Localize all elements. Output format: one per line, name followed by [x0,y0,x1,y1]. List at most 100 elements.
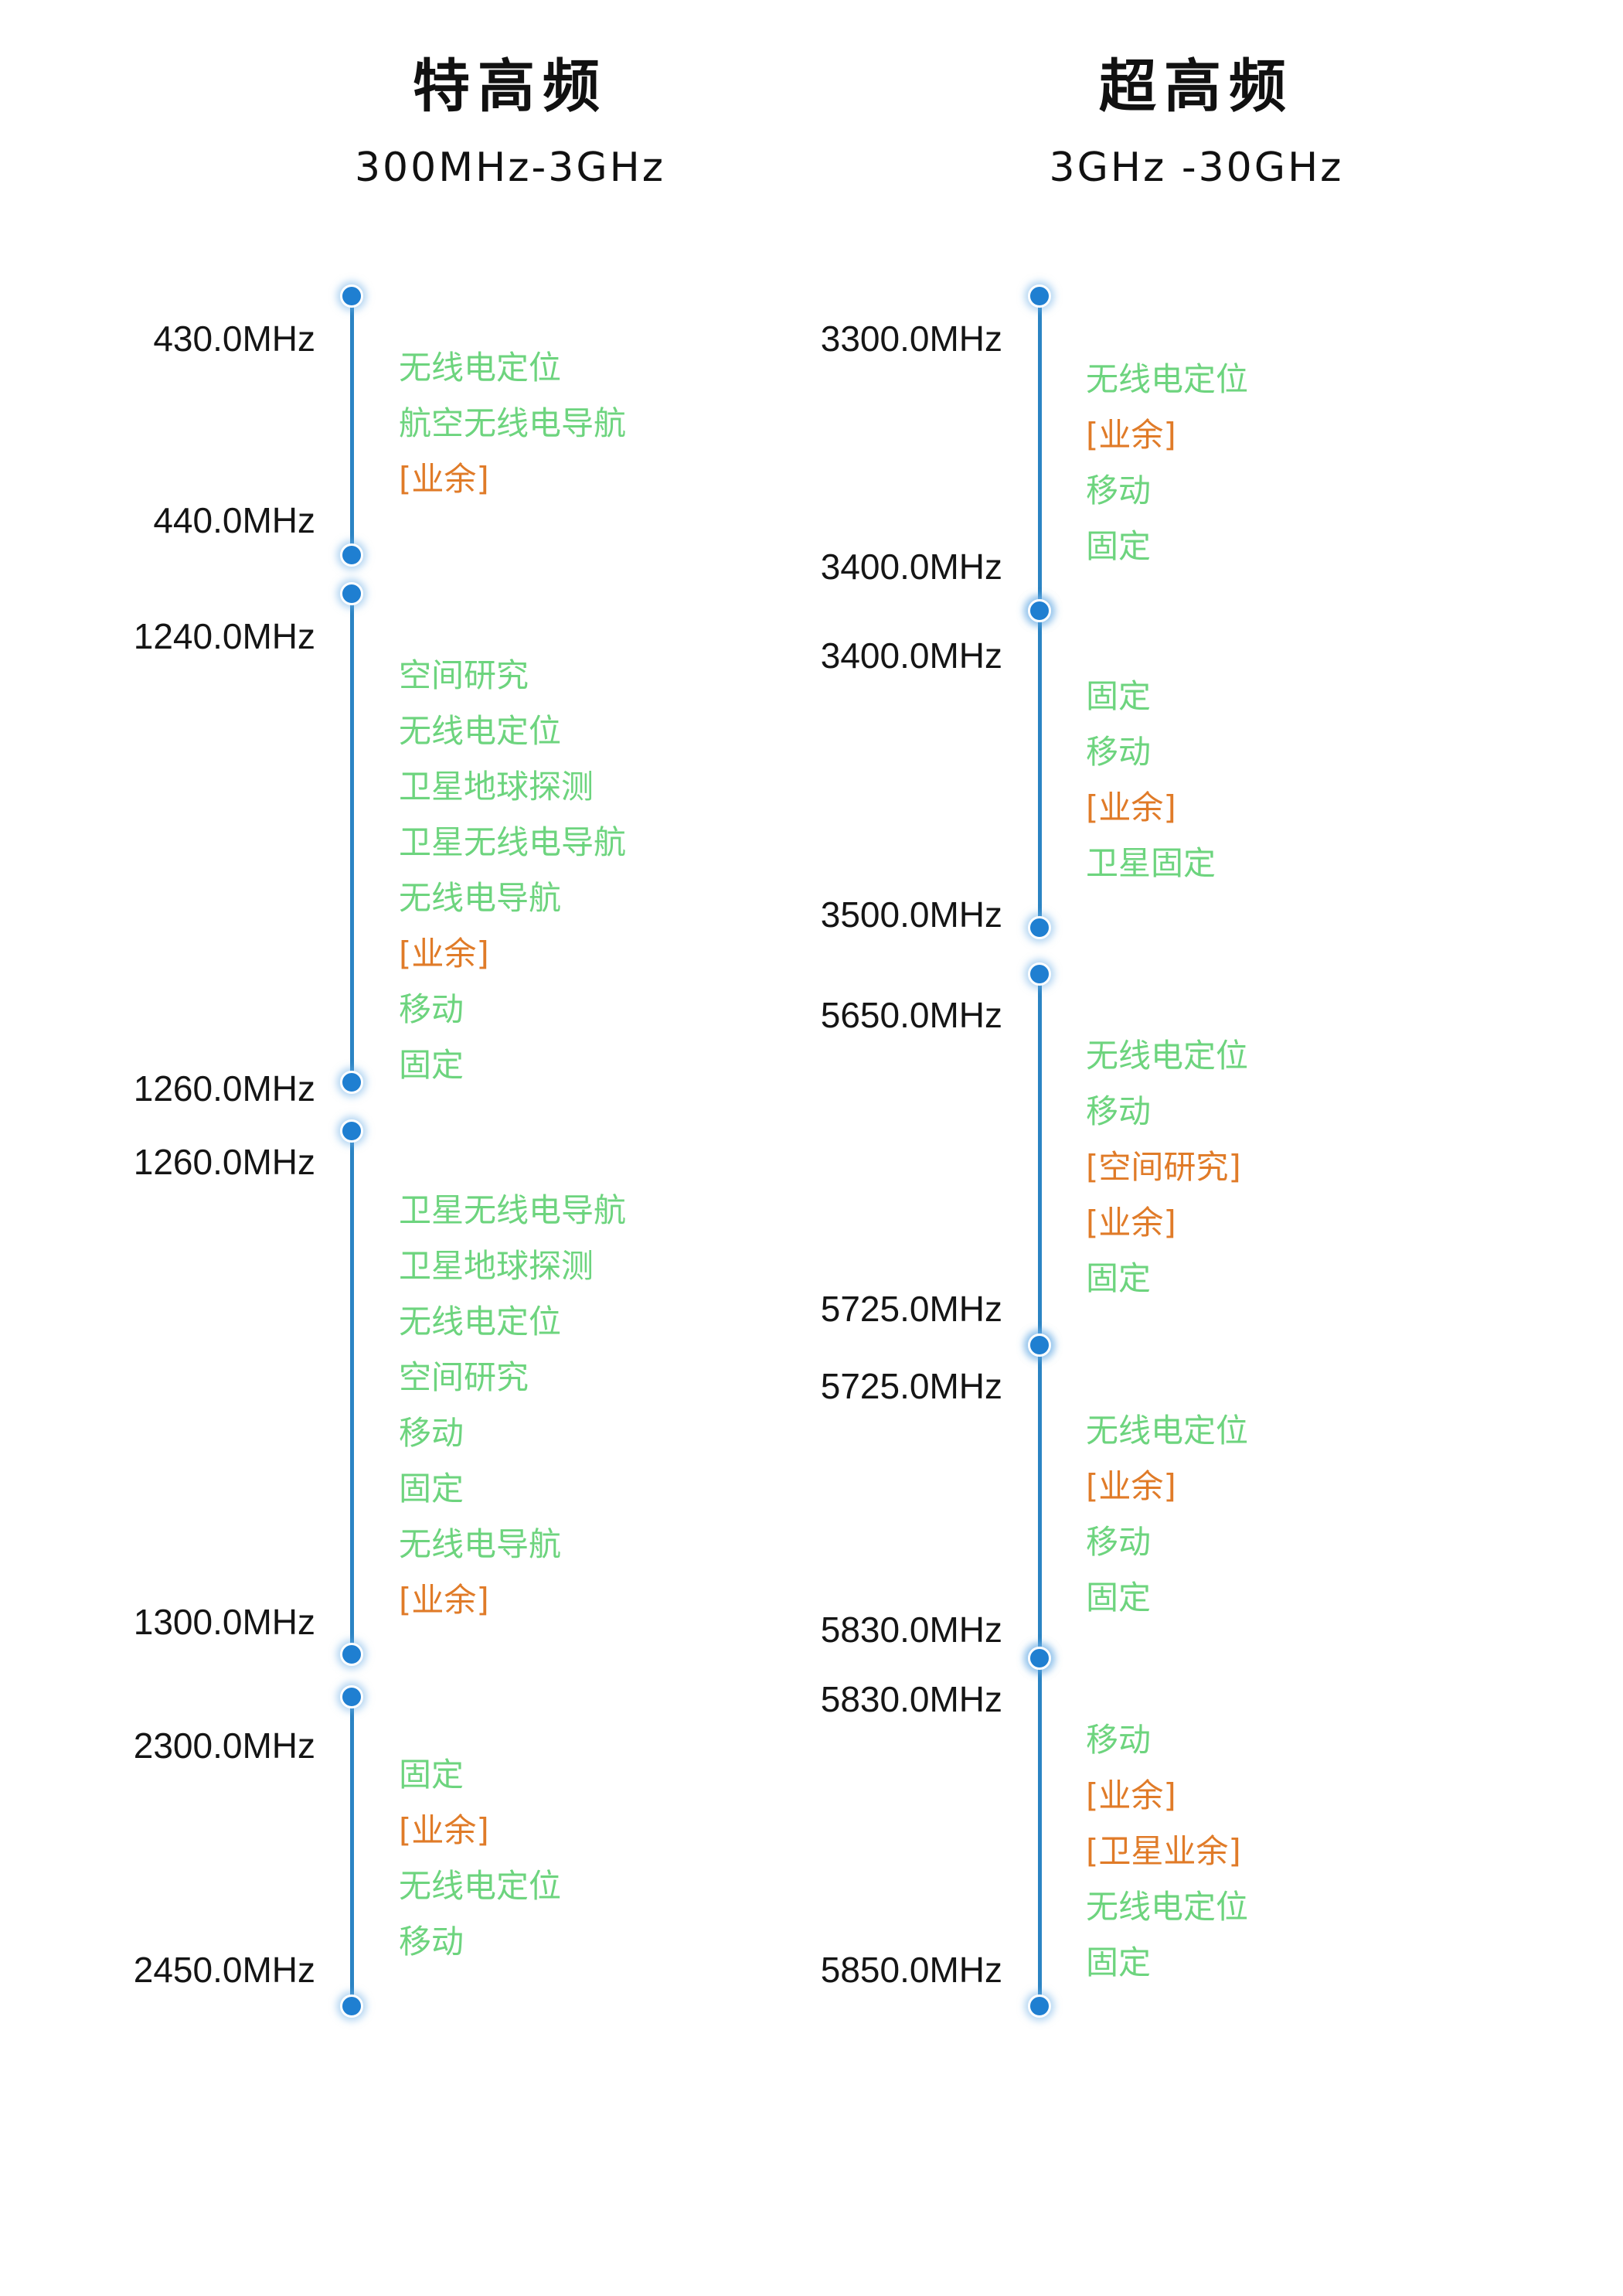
frequency-boundary-label: 1260.0MHz [133,1068,315,1109]
service-list: 无线电定位 [业余] 移动固定 [1086,352,1248,574]
service-label: [卫星业余] [1086,1832,1241,1870]
frequency-boundary-label: 5830.0MHz [820,1610,1002,1650]
segment-start-dot[interactable] [1028,599,1051,622]
service-label: 无线电定位 [1086,1888,1249,1926]
frequency-boundary-label: 2450.0MHz [133,1950,315,1990]
segment-end-dot[interactable] [340,1071,363,1094]
service-label: 无线电定位 [399,1867,562,1905]
timeline-axis-segment [350,296,354,555]
service-label: [业余] [1086,789,1176,826]
service-list: 空间研究无线电定位卫星地球探测卫星无线电导航无线电导航 [业余] 移动固定 [399,648,626,1093]
frequency-boundary-label: 3300.0MHz [820,319,1002,359]
service-label: 卫星地球探测 [399,768,594,806]
service-label: 移动 [399,990,464,1028]
service-label: [业余] [1086,1777,1176,1814]
frequency-boundary-label: 5725.0MHz [820,1289,1002,1329]
service-label: 卫星无线电导航 [399,823,627,861]
segment-start-dot[interactable] [1028,284,1051,308]
service-label: 固定 [1086,1943,1152,1981]
service-label: 无线电导航 [399,879,562,917]
column-title: 超高频 [1099,53,1294,120]
service-label: [业余] [399,935,489,973]
service-label: 无线电定位 [1086,1412,1249,1449]
timeline-axis-segment [350,1697,354,2006]
service-label: 固定 [399,1470,464,1507]
service-label: 固定 [399,1756,464,1794]
timeline-axis-segment [1038,1658,1042,2006]
frequency-boundary-label: 3400.0MHz [820,547,1002,587]
frequency-boundary-label: 1260.0MHz [133,1142,315,1182]
service-label: 固定 [1086,1579,1152,1616]
frequency-boundary-label: 430.0MHz [153,319,315,359]
service-label: 移动 [399,1414,464,1452]
service-label: [业余] [1086,1204,1176,1242]
segment-start-dot[interactable] [340,582,363,605]
service-label: 固定 [1086,677,1152,715]
service-label: 移动 [1086,1721,1152,1759]
timeline-axis-segment [1038,296,1042,611]
segment-start-dot[interactable] [1028,1647,1051,1670]
frequency-boundary-label: 5830.0MHz [820,1679,1002,1719]
service-label: 卫星固定 [1086,844,1216,882]
service-list: 固定 [业余] 无线电定位移动 [399,1747,561,1970]
segment-start-dot[interactable] [1028,962,1051,986]
service-label: [业余] [1086,1467,1176,1505]
service-label: 无线电定位 [399,1303,562,1340]
timeline-axis-segment [350,594,354,1082]
service-label: 卫星地球探测 [399,1247,594,1285]
service-label: [业余] [1086,416,1176,454]
service-list: 无线电定位 [业余] 移动固定 [1086,1403,1248,1626]
service-label: 空间研究 [399,656,529,694]
service-label: 无线电定位 [399,349,562,387]
timeline-axis-segment [1038,974,1042,1345]
segment-end-dot[interactable] [340,1995,363,2018]
frequency-boundary-label: 2300.0MHz [133,1725,315,1766]
service-list: 移动 [业余] [卫星业余] 无线电定位固定 [1086,1712,1248,1991]
service-list: 固定移动 [业余] 卫星固定 [1086,669,1216,891]
service-label: 移动 [1086,472,1152,509]
service-list: 无线电定位移动[空间研究][业余]固定 [1086,1028,1248,1306]
frequency-boundary-label: 440.0MHz [153,500,315,540]
service-list: 无线电定位航空无线电导航 [业余] [399,340,626,507]
service-label: 无线电定位 [1086,1037,1249,1075]
service-label: 固定 [1086,527,1152,565]
service-list: 卫星无线电导航卫星地球探测无线电定位空间研究移动固定无线电导航 [业余] [399,1183,626,1628]
segment-start-dot[interactable] [340,1119,363,1143]
frequency-boundary-label: 5650.0MHz [820,995,1002,1035]
segment-end-dot[interactable] [1028,916,1051,939]
service-label: 空间研究 [399,1358,529,1396]
service-label: 无线电导航 [399,1525,562,1563]
service-label: 航空无线电导航 [399,404,627,442]
frequency-boundary-label: 5725.0MHz [820,1366,1002,1406]
service-label: 移动 [1086,1523,1152,1561]
segment-start-dot[interactable] [340,1685,363,1708]
frequency-boundary-label: 1300.0MHz [133,1602,315,1642]
timeline-axis-segment [1038,1345,1042,1658]
segment-end-dot[interactable] [340,1643,363,1666]
frequency-boundary-label: 3500.0MHz [820,894,1002,935]
column-subtitle: 3GHz -30GHz [1049,145,1344,191]
service-label: [业余] [399,1581,489,1619]
column-subtitle: 300MHz-3GHz [354,145,666,191]
segment-end-dot[interactable] [340,543,363,567]
segment-start-dot[interactable] [1028,1334,1051,1357]
column-title: 特高频 [413,53,607,120]
timeline-axis-segment [1038,611,1042,928]
service-label: [业余] [399,1811,489,1849]
service-label: [空间研究] [1086,1148,1241,1186]
frequency-boundary-label: 3400.0MHz [820,635,1002,676]
service-label: 无线电定位 [399,712,562,750]
service-label: 移动 [1086,1092,1152,1130]
service-label: 移动 [399,1923,464,1960]
segment-end-dot[interactable] [1028,1995,1051,2018]
service-label: [业余] [399,460,489,498]
segment-start-dot[interactable] [340,284,363,308]
service-label: 移动 [1086,733,1152,771]
service-label: 固定 [399,1046,464,1084]
frequency-boundary-label: 5850.0MHz [820,1950,1002,1990]
timeline-axis-segment [350,1131,354,1654]
service-label: 无线电定位 [1086,360,1249,398]
service-label: 卫星无线电导航 [399,1191,627,1229]
